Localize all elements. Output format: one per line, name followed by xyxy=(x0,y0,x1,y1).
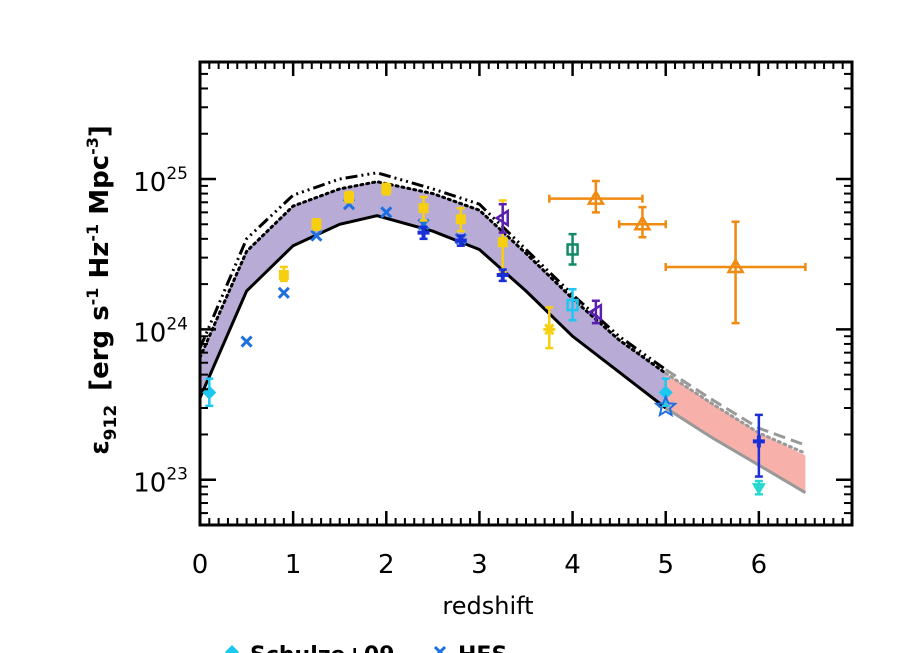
x-tick-label: 2 xyxy=(378,550,395,580)
y-tick-label: 1024 xyxy=(133,314,188,348)
x-tick-label: 3 xyxy=(471,550,488,580)
marker-square-filled xyxy=(344,191,355,202)
y-title-units-close: ] xyxy=(85,125,115,137)
data-point-19 xyxy=(496,268,509,283)
svg-text:ε912[erg s-1 Hz-1 Mpc-3]: ε912[erg s-1 Hz-1 Mpc-3] xyxy=(83,125,121,455)
data-point-20 xyxy=(752,413,765,478)
model-line-3 xyxy=(664,371,807,455)
y-title-epsilon: ε xyxy=(85,440,115,454)
data-point-3 xyxy=(277,286,290,299)
axes-layer: 0 1 2 3 4 5 6 1023 1024 1025 xyxy=(133,60,854,580)
marker-square-filled xyxy=(418,203,429,214)
model-line-4 xyxy=(198,171,667,371)
data-point-16 xyxy=(543,306,556,350)
y-title-units-prefix: [erg s xyxy=(85,305,115,390)
x-tick-label: 4 xyxy=(564,550,581,580)
x-tick-label: 6 xyxy=(751,550,768,580)
x-tick-label: 5 xyxy=(657,550,674,580)
y-tick-label: 1025 xyxy=(133,164,188,198)
x-tick-label: 1 xyxy=(285,550,302,580)
marker-square-filled xyxy=(497,237,508,248)
marker-triangle-open xyxy=(633,214,652,231)
marker-plus-filled xyxy=(752,435,765,448)
y-title-sub: 912 xyxy=(101,405,121,441)
marker-square-filled xyxy=(455,214,466,225)
marker-x xyxy=(310,229,323,242)
y-title-units-hz: Hz xyxy=(85,242,115,288)
marker-triangle-open xyxy=(726,257,745,274)
points-layer xyxy=(202,179,807,496)
marker-square-filled xyxy=(278,269,289,280)
marker-plus-filled xyxy=(496,268,509,281)
data-point-2 xyxy=(240,335,253,348)
legend-label: HFS xyxy=(458,643,507,653)
marker-triangle-down-filled xyxy=(751,483,766,496)
legend-label: Schulze+09 xyxy=(250,643,395,653)
marker-asterisk xyxy=(543,323,556,336)
legend-marker xyxy=(433,645,447,653)
marker-square-open xyxy=(566,243,579,256)
marker-plus-filled xyxy=(417,226,430,239)
marker-plus-filled xyxy=(454,234,467,247)
y-title-units-mpc: Mpc xyxy=(85,155,115,224)
data-point-25 xyxy=(653,394,678,418)
y-title-exp-mpc: -3 xyxy=(83,137,102,155)
legend-marker xyxy=(225,645,239,653)
model-band-1 xyxy=(665,373,806,493)
y-tick-label: 1023 xyxy=(133,465,188,499)
marker-square-filled xyxy=(311,219,322,230)
data-point-22 xyxy=(587,299,603,325)
data-point-1 xyxy=(658,377,673,408)
model-band-0 xyxy=(200,181,666,408)
data-point-14 xyxy=(455,206,466,233)
marker-triangle-left-open xyxy=(494,208,509,228)
y-title-exp-hz: -1 xyxy=(83,224,102,242)
marker-triangle-open xyxy=(586,189,606,205)
data-point-28 xyxy=(617,205,667,239)
data-point-26 xyxy=(751,479,766,496)
data-point-12 xyxy=(381,182,392,196)
data-point-29 xyxy=(664,220,807,325)
data-point-10 xyxy=(311,217,322,231)
marker-triangle-left-open xyxy=(587,302,603,322)
model-line-1 xyxy=(664,406,807,494)
data-point-11 xyxy=(344,190,355,204)
x-axis-title: redshift xyxy=(442,592,533,620)
data-point-21 xyxy=(494,202,509,234)
data-point-4 xyxy=(310,229,323,242)
data-point-27 xyxy=(548,179,644,214)
legend-item-1: HFS xyxy=(433,643,507,653)
data-point-13 xyxy=(418,195,429,222)
data-point-18 xyxy=(454,234,467,247)
data-point-6 xyxy=(380,206,393,219)
marker-x xyxy=(380,206,393,219)
legend: Schulze+09 HFS xyxy=(225,643,507,653)
legend-item-0: Schulze+09 xyxy=(225,643,395,653)
marker-square-filled xyxy=(381,183,392,194)
data-point-17 xyxy=(417,225,430,241)
y-axis-title: ε912[erg s-1 Hz-1 Mpc-3] xyxy=(83,125,121,455)
model-line-0 xyxy=(198,214,667,410)
data-point-23 xyxy=(566,232,579,266)
marker-x xyxy=(240,335,253,348)
marker-star-open xyxy=(653,394,678,418)
marker-x xyxy=(277,286,290,299)
data-point-9 xyxy=(278,265,289,283)
model-line-5 xyxy=(664,368,806,447)
data-point-24 xyxy=(566,287,579,322)
x-tick-label: 0 xyxy=(192,550,209,580)
marker-square-open xyxy=(566,298,579,312)
bands-layer xyxy=(200,181,806,493)
marker-diamond xyxy=(658,385,673,400)
y-title-exp-s: -1 xyxy=(83,288,102,306)
